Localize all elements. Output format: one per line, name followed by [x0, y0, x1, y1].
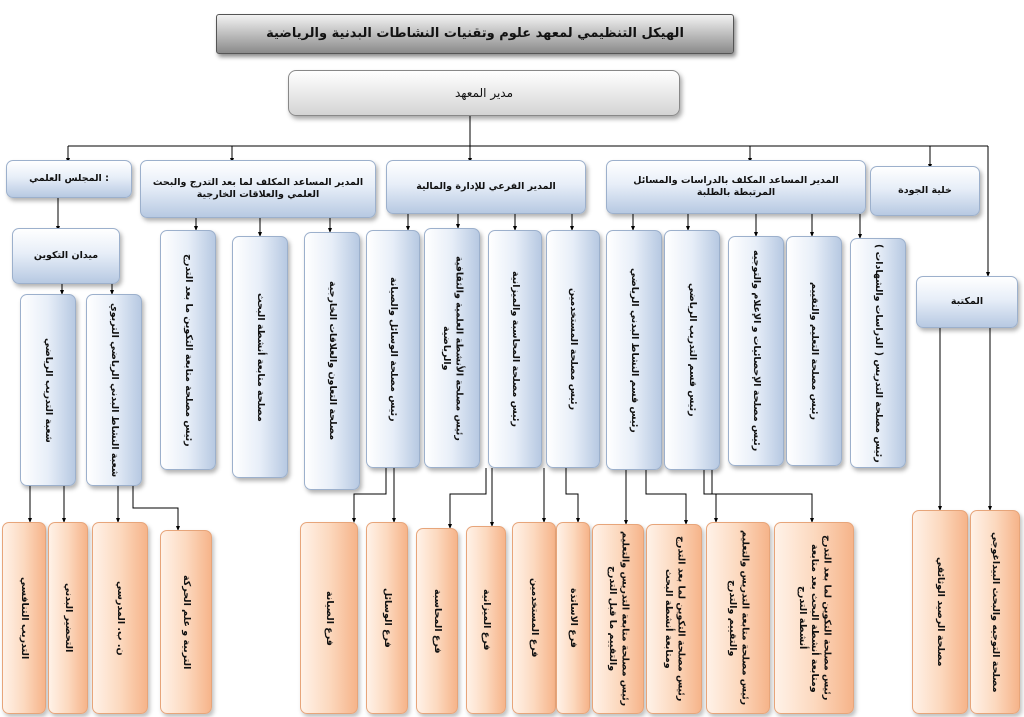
- deputy-director-postgraduate: المدير المساعد المكلف لما بعد التدرج وال…: [140, 160, 376, 218]
- training-field: ميدان التكوين: [12, 228, 120, 284]
- leaf-school-activity: ن. ب. المدرسي: [92, 522, 148, 714]
- leaf-motor-education: التربية و علم الحركة: [160, 530, 212, 714]
- leaf-budget-branch: فرع الميزانية: [466, 526, 506, 714]
- leaf-physical-preparation: التحضير البدني: [48, 522, 88, 714]
- column-statistics: رئيس مصلحة الإحصائيات و الإعلام والتوجيه: [728, 236, 784, 466]
- column-cooperation: مصلحة التعاون والعلاقات الخارجية: [304, 232, 360, 490]
- column-activities: رئيس مصلحة الأنشطة العلمية والثقافية وال…: [424, 228, 480, 468]
- leaf-maintenance-branch: فرع الصيانة: [300, 522, 358, 714]
- branch-sports-training: شعبة التدريب الرياضي: [20, 294, 76, 486]
- column-dept-sports-training: رئيس قسم التدريب الرياضي: [664, 230, 720, 470]
- leaf-pedagogical-guidance: مصلحة التوجيه والبحث البيداغوجي: [970, 510, 1020, 714]
- column-teaching-evaluation: رئيس مصلحة التعليم والتقييم: [786, 236, 842, 466]
- column-research-followup: مصلحة متابعة أنشطة البحث: [232, 236, 288, 478]
- leaf-accounting-branch: فرع المحاسبة: [416, 528, 458, 714]
- leaf-professors-branch: فرع الاساتذة: [556, 522, 590, 714]
- column-postgrad-followup: رئيس مصلحة متابعة التكوين ما بعد التدرج: [160, 230, 216, 470]
- column-dept-physical-activity: رئيس قسم النشاط البدني الرياضي: [606, 230, 662, 470]
- column-accounting-budget: رئيس مصلحة المحاسبة والميزانية: [488, 230, 542, 468]
- leaf-documentary-archive: مصلحة الرصيد الوثائقي: [912, 510, 968, 714]
- branch-educational-activity: شعبة النشاط البدني الرياضي التربوي: [86, 294, 142, 486]
- column-means-maintenance: رئيس مصلحة الوسائل والصيانة: [366, 230, 420, 468]
- leaf-competitive-training: التدريب التنافسي: [2, 522, 46, 714]
- column-staff: رئيس مصلحة المستخدمين: [546, 230, 600, 468]
- library: المكتبة: [916, 276, 1018, 328]
- institute-director: مدير المعهد: [288, 70, 680, 116]
- quality-cell: خلية الجودة: [870, 166, 980, 216]
- org-chart-title: الهيكل التنظيمي لمعهد علوم وتقنيات النشا…: [216, 14, 734, 54]
- column-education-diplomas: رئيس مصلحة التدريس ( الدراسات والشهادات …: [850, 238, 906, 468]
- leaf-means-branch: فرع الوسائل: [366, 522, 408, 714]
- sub-director-administration: المدير الفرعي للإدارة والمالية: [386, 160, 586, 214]
- leaf-teaching-followup-1: رئيس مصلحة متابعة التدريس والتعليم والتق…: [592, 524, 644, 714]
- leaf-postgrad-research-2: رئيس مصلحة التكوين لما بعد التدرج ومتابع…: [774, 522, 854, 714]
- scientific-council: المجلس العلمي :: [6, 160, 132, 198]
- leaf-staff-branch: فرع المستخدمين: [512, 522, 556, 714]
- deputy-director-studies: المدير المساعد المكلف بالدراسات والمسائل…: [606, 160, 866, 214]
- leaf-postgrad-research-1: رئيس مصلحة التكوين لما بعد التدرج ومتابع…: [646, 524, 702, 714]
- leaf-teaching-followup-2: رئيس مصلحة متابعة التدريس والتعليم والتق…: [706, 522, 770, 714]
